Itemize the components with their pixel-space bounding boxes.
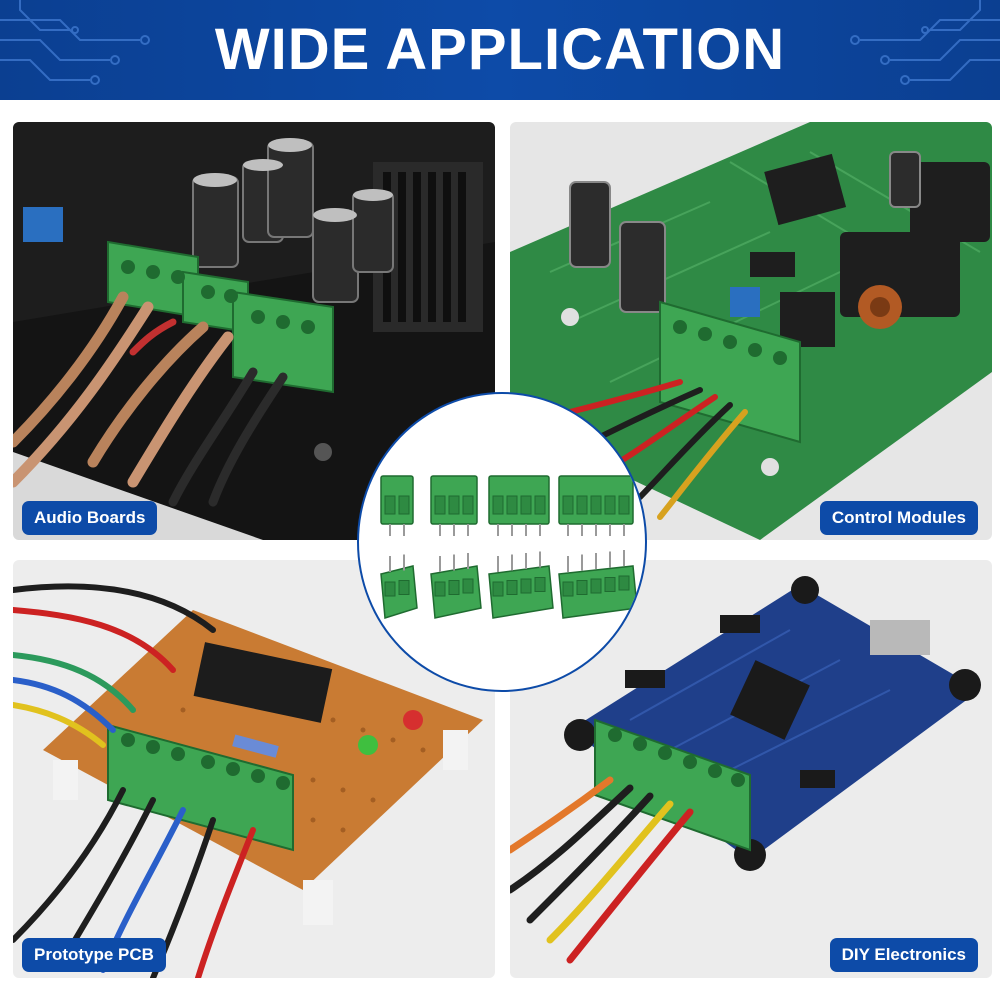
terminal-block-showcase [357,392,647,692]
circuit-pattern-right [850,0,1000,85]
terminal-block-5-pin-angled [558,550,638,619]
control-modules-label: Control Modules [819,501,978,535]
circuit-pattern-left [0,0,150,85]
terminal-block-5-pin-front [558,475,634,536]
terminal-block-4-pin-angled [488,551,554,619]
control-modules-photo [510,122,992,540]
terminal-block-4-pin-front [488,475,550,536]
terminal-block-3-pin-front [430,475,478,536]
prototype-pcb-label: Prototype PCB [22,938,166,972]
terminal-block-diy [594,718,751,852]
header-banner: WIDE APPLICATION [0,0,1000,100]
terminal-block-3-pin-angled [430,553,482,619]
terminal-block-2-pin-angled [380,554,418,619]
terminal-block-prototype [107,723,294,852]
terminal-block-set [380,475,638,619]
page-title: WIDE APPLICATION [214,17,786,82]
diy-electronics-label: DIY Electronics [829,938,978,972]
audio-boards-label: Audio Boards [22,501,158,535]
terminal-block-2-pin-front [380,475,414,536]
